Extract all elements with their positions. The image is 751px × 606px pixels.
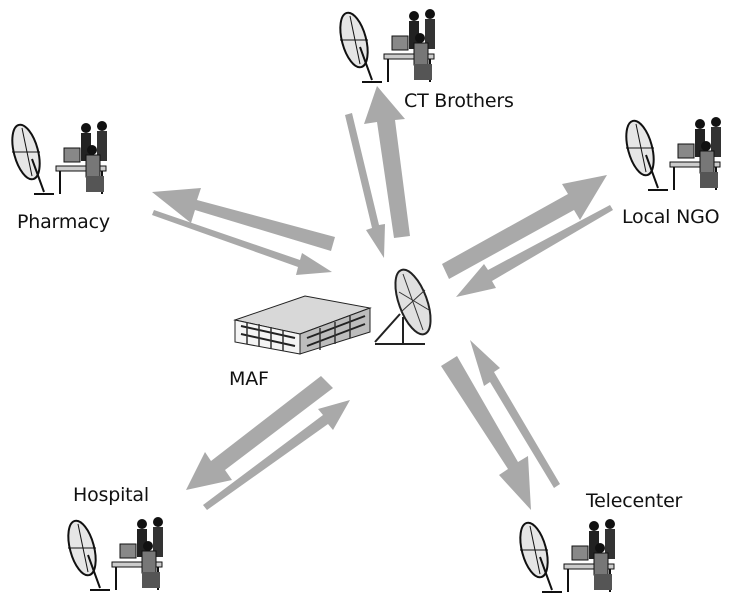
station-pharmacy (4, 114, 134, 204)
local-ngo-label: Local NGO (622, 206, 720, 228)
station-telecenter (512, 512, 642, 602)
arrow-to-local-ngo (442, 175, 607, 279)
satellite-workstation-icon (339, 9, 435, 83)
satellite-workstation-icon (67, 517, 163, 591)
ct-brothers-label: CT Brothers (404, 90, 514, 112)
arrow-from-pharmacy (152, 210, 332, 275)
hub-label: MAF (229, 368, 269, 390)
satellite-workstation-icon (625, 117, 721, 191)
arrow-from-ct-brothers (345, 113, 385, 258)
telecenter-label: Telecenter (586, 490, 683, 512)
arrow-to-ct-brothers (364, 86, 410, 238)
arrow-to-telecenter (441, 356, 531, 510)
maf-headquarters (225, 262, 445, 362)
arrow-to-hospital (186, 376, 333, 490)
station-hospital (60, 510, 190, 600)
satellite-workstation-icon (519, 519, 615, 593)
pharmacy-label: Pharmacy (17, 211, 110, 233)
arrow-from-local-ngo (456, 205, 613, 297)
arrow-to-pharmacy (152, 188, 335, 251)
station-local-ngo (618, 110, 748, 200)
satellite-workstation-icon (11, 121, 107, 195)
arrow-from-telecenter (470, 340, 560, 488)
arrow-from-hospital (203, 400, 350, 510)
hub-building-icon (233, 268, 432, 355)
station-ct-brothers (332, 2, 462, 92)
hospital-label: Hospital (73, 484, 149, 506)
